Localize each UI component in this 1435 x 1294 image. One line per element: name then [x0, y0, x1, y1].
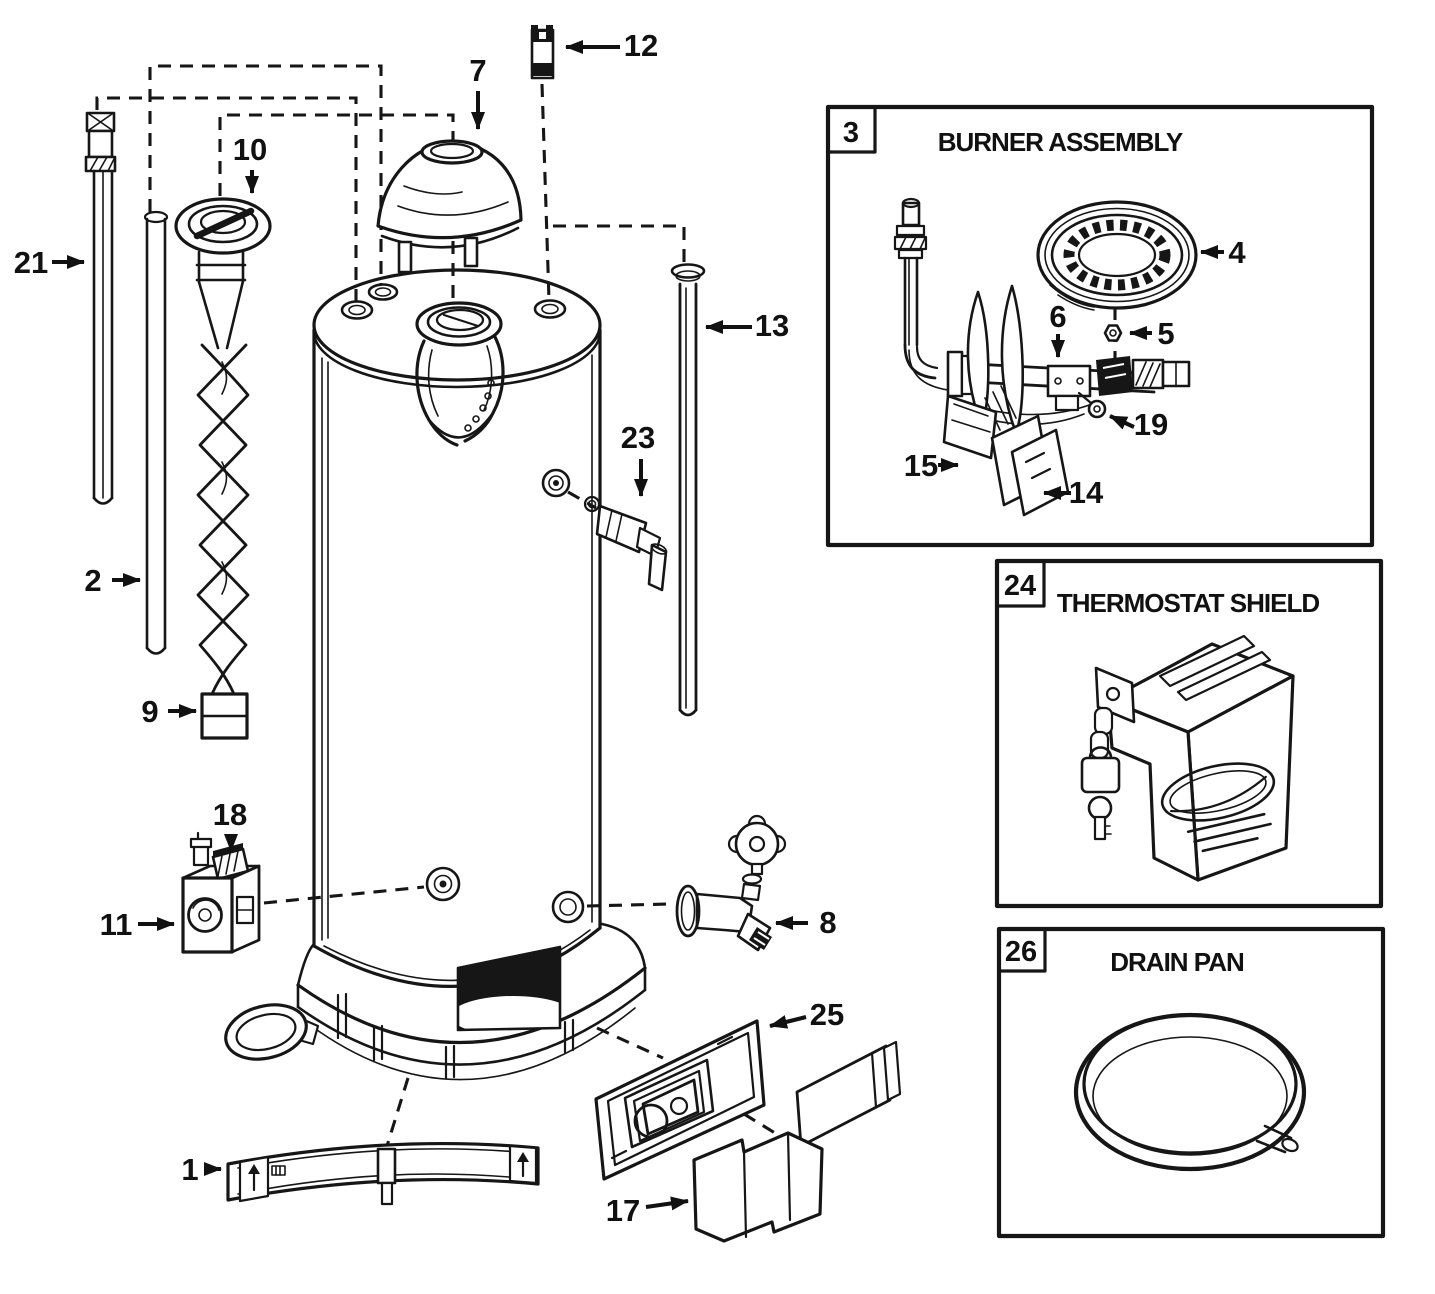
gas-control-valve	[181, 831, 261, 954]
inset-number-3: 3	[843, 117, 859, 149]
part-label-13: 13	[755, 308, 789, 343]
inset-number-24: 24	[1004, 570, 1036, 602]
flue-baffle	[174, 197, 272, 740]
drain-pan-shape	[1073, 1012, 1307, 1172]
part-label-14: 14	[1069, 475, 1104, 510]
burner-nut	[1103, 324, 1123, 342]
part-label-15: 15	[904, 448, 938, 483]
outer-door-panel	[594, 1019, 766, 1181]
part-label-17: 17	[606, 1193, 640, 1228]
thermostat-shield-box	[1080, 634, 1295, 882]
burner-door-plates	[990, 414, 1070, 517]
base-ring	[224, 922, 647, 1081]
thermocouple-clip	[1077, 391, 1107, 419]
inset-drain-pan: 26 DRAIN PAN	[996, 926, 1386, 1239]
part-label-18: 18	[213, 797, 247, 832]
relief-valve	[583, 495, 668, 592]
shield-logo	[1160, 762, 1276, 853]
inset-number-26: 26	[1005, 936, 1037, 968]
burner-ring	[1036, 200, 1198, 311]
outlet-tube	[670, 263, 706, 717]
inner-door	[692, 1131, 824, 1243]
flue-collar	[415, 301, 505, 447]
part-arrow-25	[769, 1015, 807, 1029]
inset-title-burner-assembly: BURNER ASSEMBLY	[938, 127, 1183, 157]
combustion-chamber-window	[456, 945, 562, 1032]
tank-top-openings	[340, 283, 567, 320]
inset-title-thermostat-shield: THERMOSTAT SHIELD	[1057, 588, 1319, 618]
base-support-posts	[336, 992, 575, 1080]
part-label-12: 12	[624, 28, 658, 63]
part-label-4: 4	[1228, 235, 1246, 270]
dip-tube	[143, 210, 169, 655]
part-label-1: 1	[181, 1152, 198, 1187]
tank-side-fittings	[425, 468, 585, 924]
burner-bracket	[942, 284, 1025, 460]
part-label-21: 21	[14, 245, 48, 280]
part-label-10: 10	[233, 132, 267, 167]
anode-rod	[84, 111, 117, 505]
pilot-supply-tube	[893, 197, 949, 391]
part-arrow-19	[1109, 414, 1135, 430]
draft-hood	[376, 139, 523, 274]
tank-body	[312, 268, 602, 988]
part-label-25: 25	[810, 997, 844, 1032]
drain-valve	[675, 814, 787, 952]
part-label-7: 7	[469, 53, 486, 88]
part-label-23: 23	[621, 420, 655, 455]
part-label-5: 5	[1157, 316, 1174, 351]
part-label-19: 19	[1134, 407, 1168, 442]
inset-title-drain-pan: DRAIN PAN	[1110, 947, 1244, 977]
part-label-9: 9	[141, 694, 158, 729]
part-label-8: 8	[819, 905, 836, 940]
part-label-11: 11	[100, 907, 133, 942]
base-cap	[224, 1003, 320, 1061]
part-label-2: 2	[84, 563, 101, 598]
base-trim-strip	[226, 1141, 540, 1206]
part-label-6: 6	[1049, 299, 1066, 334]
heat-trap-nipple	[530, 25, 555, 80]
callout-labels: 21 2 9 10 7 12 13 23 18 11 8 25 1 17 4 5…	[14, 28, 1247, 1228]
inset-thermostat-shield: 24 THERMOSTAT SHIELD	[994, 558, 1384, 909]
part-arrow-17	[645, 1196, 689, 1211]
door-gasket-panel	[795, 1040, 902, 1148]
